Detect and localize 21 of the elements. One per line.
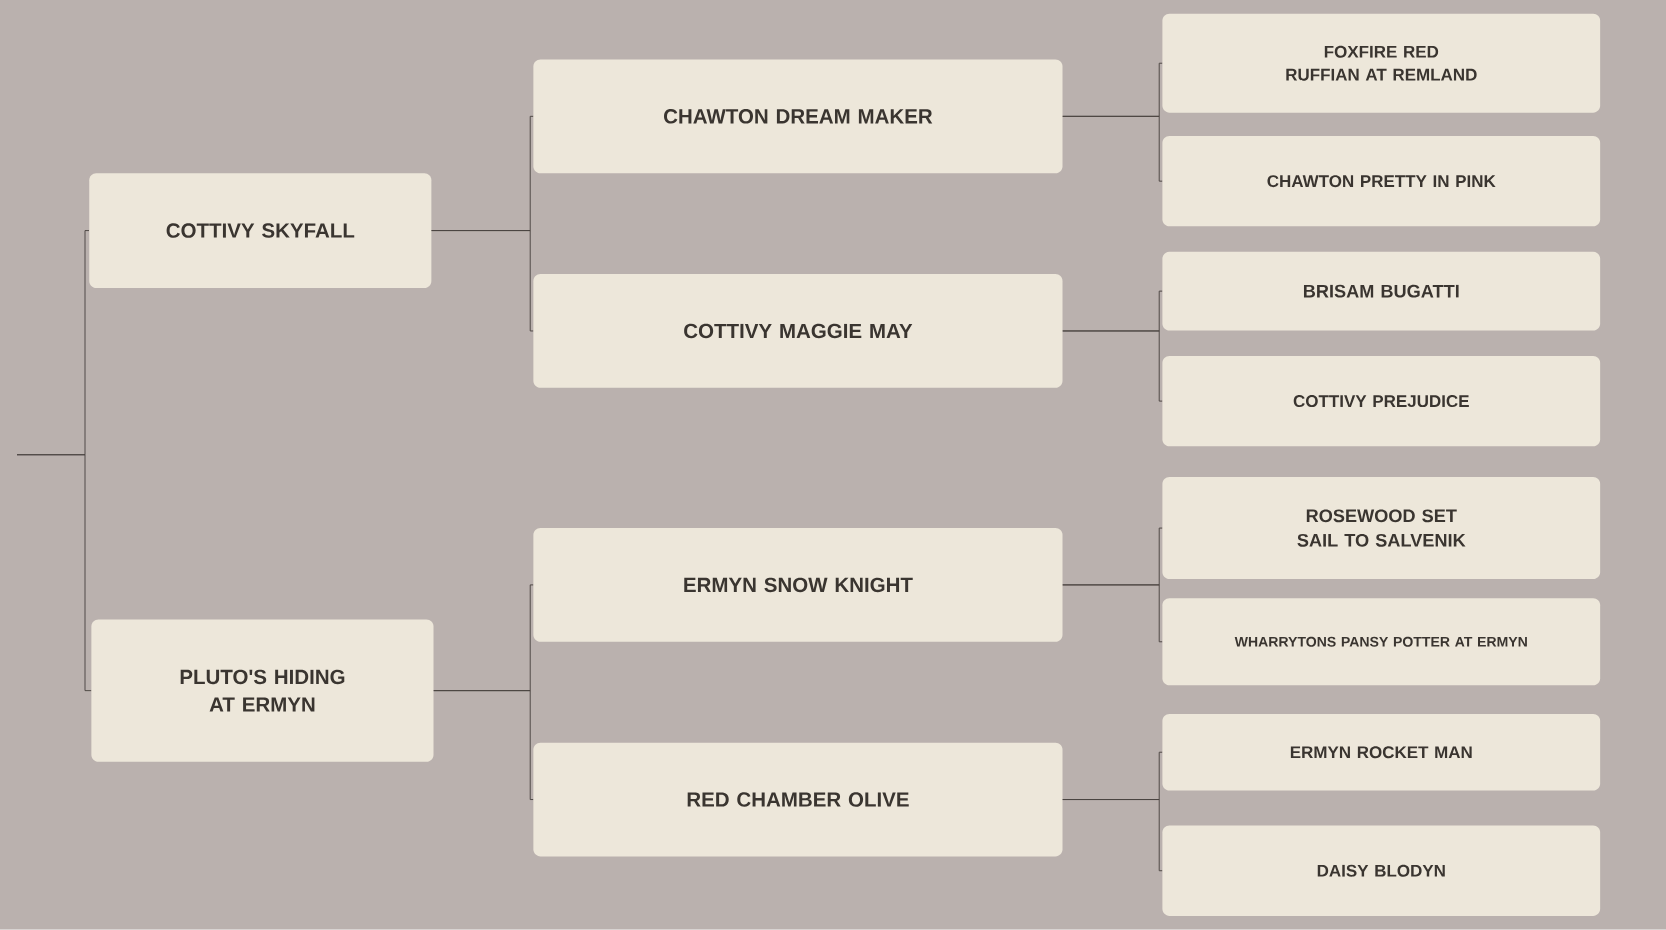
connector-line [1062, 116, 1163, 182]
connector-line [1062, 584, 1163, 643]
name-box: COTTIVY MAGGIE MAY [533, 274, 1063, 388]
name-box: PLUTO'S HIDING AT ERMYN [91, 619, 434, 762]
name-box: COTTIVY PREJUDICE [1162, 356, 1601, 447]
connector-line [433, 690, 534, 801]
name-box: RED CHAMBER OLIVE [533, 742, 1063, 857]
name-box: ERMYN SNOW KNIGHT [533, 528, 1063, 642]
connector-line [1062, 330, 1163, 402]
name-box: CHAWTON PRETTY IN PINK [1162, 136, 1601, 227]
connector-line [431, 230, 534, 332]
name-box: ROSEWOOD SET SAIL TO SALVENIK [1162, 477, 1601, 580]
name-box: ERMYN ROCKET MAN [1162, 714, 1601, 791]
name-box: CHAWTON DREAM MAKER [533, 59, 1063, 174]
name-box: BRISAM BUGATTI [1162, 251, 1601, 331]
connector-line [1062, 799, 1163, 872]
name-box: WHARRYTONS PANSY POTTER AT ERMYN [1162, 598, 1601, 686]
name-box: COTTIVY SKYFALL [89, 173, 432, 289]
name-box: FOXFIRE RED RUFFIAN AT REMLAND [1162, 14, 1601, 113]
name-box: DAISY BLODYN [1162, 825, 1601, 917]
connector-line [16, 454, 92, 692]
